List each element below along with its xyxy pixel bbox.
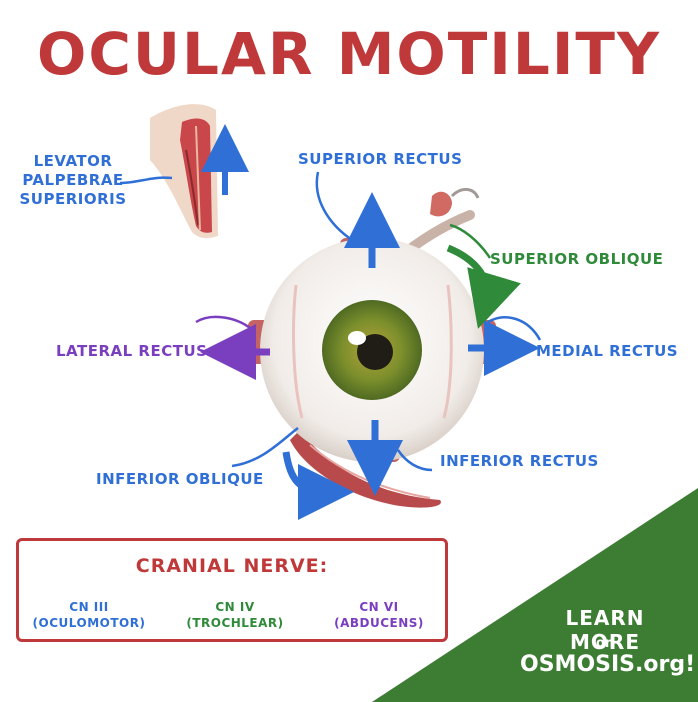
osmosis-logo[interactable]: OSMOSIS.org! — [520, 652, 696, 677]
cranial-nerve-heading: CRANIAL NERVE: — [135, 555, 329, 577]
page-title: OCULAR MOTILITY — [37, 20, 661, 88]
eyeball-icon — [260, 238, 484, 462]
cn-detail: (OCULOMOTOR) — [32, 616, 146, 630]
label-levator-palpebrae: LEVATOR PALPEBRAE SUPERIORIS — [14, 152, 132, 209]
levator-line-3: SUPERIORIS — [19, 190, 127, 208]
label-inferior-oblique: INFERIOR OBLIQUE — [96, 470, 264, 488]
label-superior-rectus: SUPERIOR RECTUS — [298, 150, 463, 168]
label-medial-rectus: MEDIAL RECTUS — [536, 342, 679, 360]
label-inferior-rectus: INFERIOR RECTUS — [440, 452, 599, 470]
eyelid-cross-section-icon — [150, 104, 218, 239]
cn-detail: (ABDUCENS) — [334, 616, 424, 630]
cn-name: CN III — [69, 600, 109, 614]
cn-name: CN VI — [359, 600, 399, 614]
cranial-nerve-item: CN III (OCULOMOTOR) — [19, 599, 159, 631]
learn-more-text[interactable]: LEARN MORE — [565, 606, 645, 654]
cranial-nerve-item: CN VI (ABDUCENS) — [309, 599, 449, 631]
learn-more-badge — [372, 488, 698, 702]
label-lateral-rectus: LATERAL RECTUS — [56, 342, 208, 360]
cranial-nerve-item: CN IV (TROCHLEAR) — [165, 599, 305, 631]
cn-detail: (TROCHLEAR) — [186, 616, 284, 630]
cn-name: CN IV — [215, 600, 255, 614]
learn-more-on: on — [595, 636, 615, 651]
levator-line-1: LEVATOR — [33, 152, 113, 170]
label-superior-oblique: SUPERIOR OBLIQUE — [490, 250, 664, 268]
cranial-nerve-box: CRANIAL NERVE: CN III (OCULOMOTOR) CN IV… — [16, 538, 448, 642]
levator-line-2: PALPEBRAE — [22, 171, 124, 189]
